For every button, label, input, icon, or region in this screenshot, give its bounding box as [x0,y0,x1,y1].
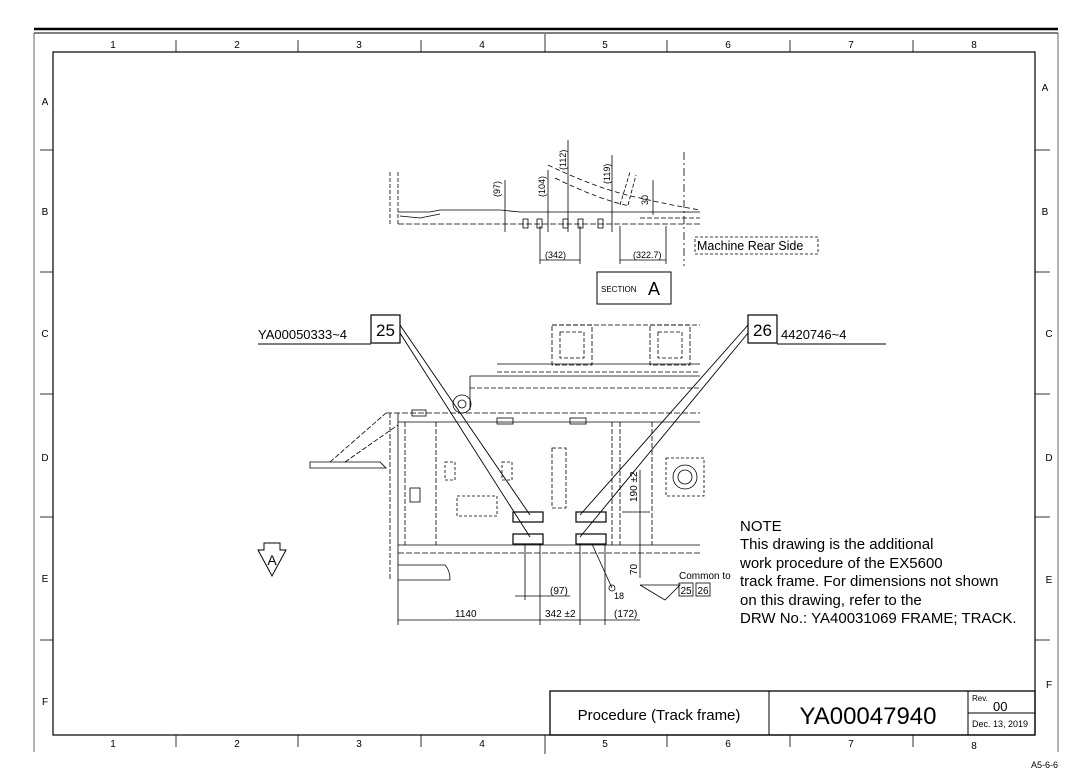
col-label-top: 8 [971,40,977,51]
row-label-left: F [42,697,48,708]
common-to-label: Common to [679,571,731,582]
plan-view [309,324,705,625]
col-label-bottom: 6 [725,739,731,750]
row-label-right: C [1045,329,1052,340]
note-title: NOTE [740,518,782,535]
dim-322-7: (322.7) [633,250,662,260]
row-label-right: B [1042,207,1049,218]
common-to-box-25 [678,582,694,597]
callout-26-number: 26 [753,321,772,340]
dim-172-paren: (172) [614,609,637,620]
note-line: on this drawing, refer to the [740,591,922,609]
dim-112: (112) [558,150,568,170]
section-a-view [389,140,701,266]
title-block-title: Procedure (Track frame) [578,707,741,724]
row-label-left: E [42,574,49,585]
row-label-left: B [42,207,49,218]
col-label-bottom: 2 [234,739,240,750]
dim-342-paren: (342) [545,250,566,260]
rev-value: 00 [993,699,1007,714]
machine-rear-side-label: Machine Rear Side [697,239,803,253]
col-label-top: 4 [479,40,485,51]
page-ref: A5-6-6 [1031,760,1058,770]
drawing-number: YA00047940 [799,703,936,730]
dim-97: (97) [492,181,502,197]
section-label: SECTION [601,285,637,294]
row-label-left: C [41,329,48,340]
callout-25-part-no: YA00050333~4 [258,327,347,342]
title-block [549,690,1036,736]
rev-label: Rev. [972,694,988,703]
row-label-right: D [1045,453,1052,464]
col-label-bottom: 8 [971,741,977,752]
col-label-bottom: 7 [848,739,854,750]
col-label-bottom: 3 [356,739,362,750]
common-to-ref-25: 25 [680,586,692,597]
common-to-box-26 [695,582,711,597]
row-label-right: A [1042,83,1049,94]
row-label-right: E [1046,575,1053,586]
section-a-box [596,271,672,305]
dim-30: 30 [640,195,650,205]
callout-26-box [747,314,778,344]
view-arrow-a [257,542,287,578]
note-line: DRW No.: YA40031069 FRAME; TRACK. [740,610,1017,628]
note-line: This drawing is the additional [740,536,934,554]
note-line: work procedure of the EX5600 [740,554,943,572]
callout-25-number: 25 [376,321,395,340]
note: NOTE This drawing is the additional work… [740,518,1017,628]
col-label-bottom: 5 [602,739,608,750]
col-label-top: 5 [602,40,608,51]
inner-frame [52,51,1036,736]
col-label-top: 6 [725,40,731,51]
col-label-bottom: 4 [479,739,485,750]
machine-rear-side-box [694,236,819,255]
section-letter: A [648,279,660,299]
col-label-top: 7 [848,40,854,51]
note-line: track frame. For dimensions not shown [740,573,999,591]
date: Dec. 13, 2019 [972,719,1028,729]
common-to-ref-26: 26 [697,586,709,597]
row-label-left: A [42,97,49,108]
col-label-bottom: 1 [110,739,116,750]
dim-190: 190 ±2 [629,471,640,502]
col-label-top: 3 [356,40,362,51]
dim-70: 70 [629,563,640,575]
dim-97-paren: (97) [550,586,568,597]
col-label-top: 2 [234,40,240,51]
dim-1140: 1140 [455,609,477,620]
col-label-top: 1 [110,40,116,51]
dim-342: 342 ±2 [545,609,576,620]
callout-26-part-no: 4420746~4 [781,327,846,342]
dim-18: 18 [614,591,624,601]
callout-25-box [370,314,401,344]
dim-119: (119) [602,164,612,184]
row-label-left: D [41,453,48,464]
row-label-right: F [1046,680,1052,691]
view-marker-letter: A [267,552,277,568]
dim-104: (104) [537,176,547,197]
